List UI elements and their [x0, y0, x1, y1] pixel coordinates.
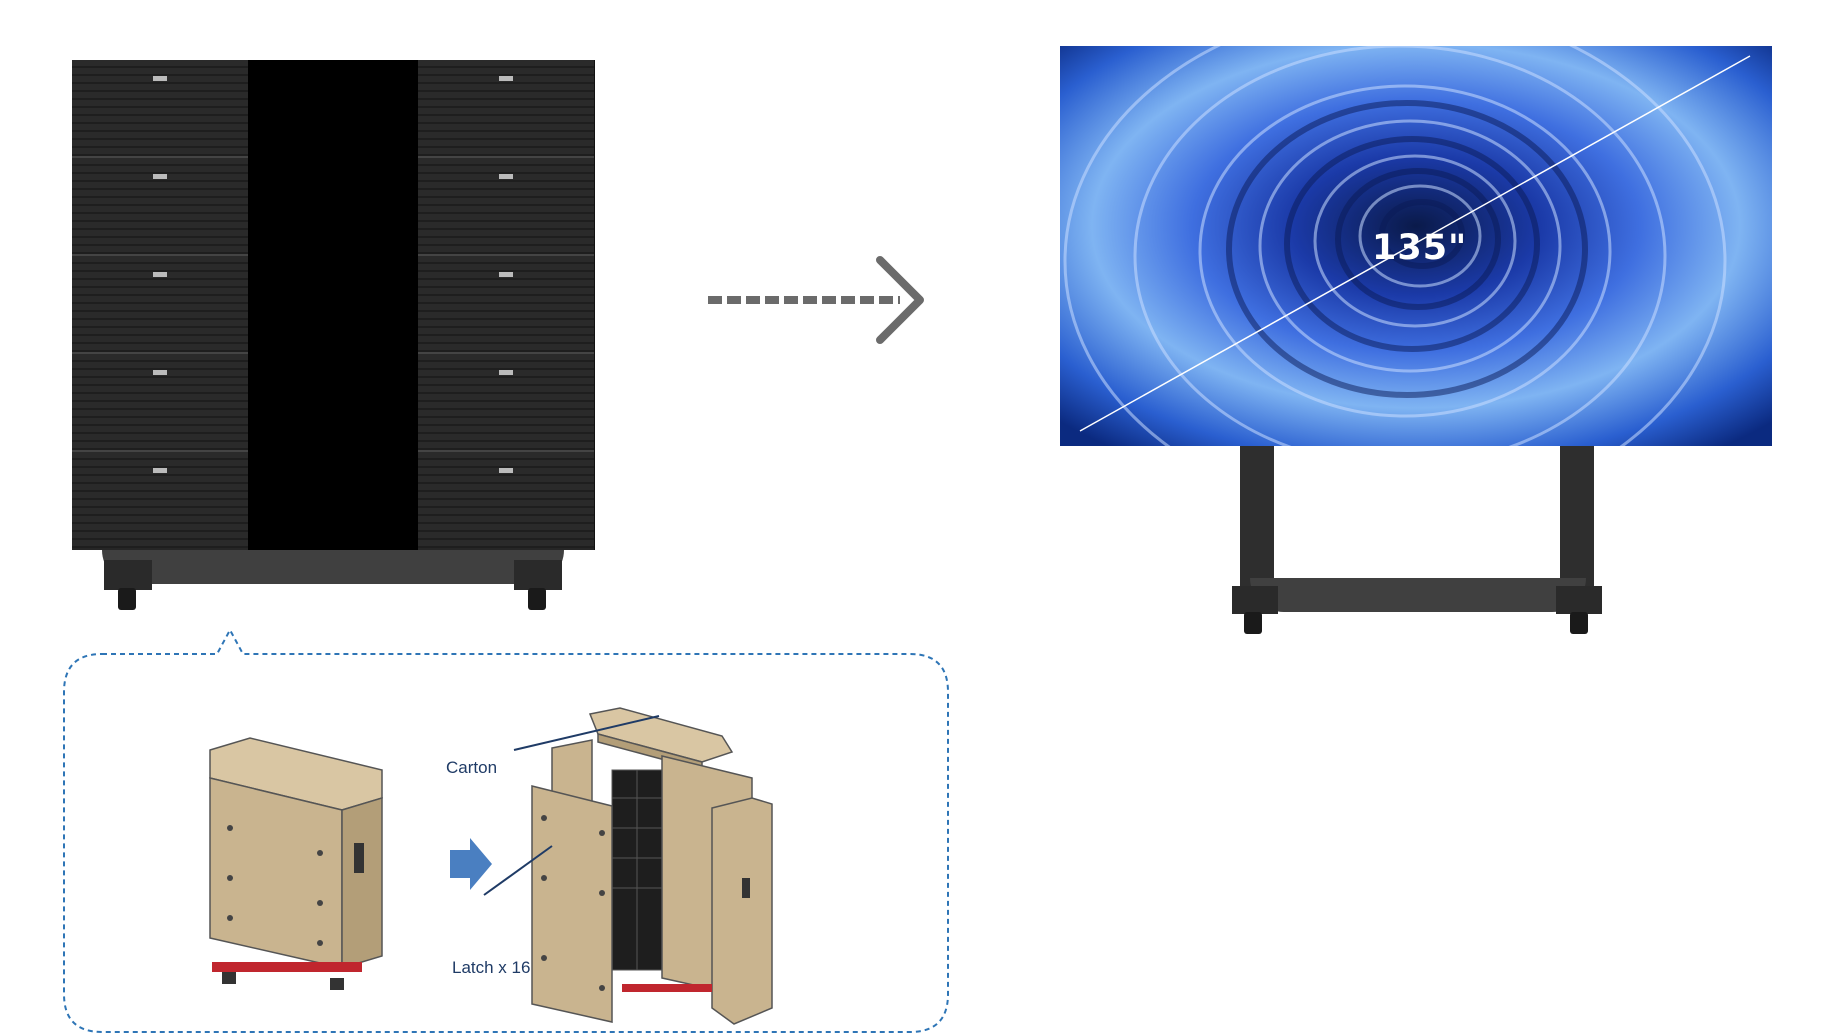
rose-wallpaper-image — [1060, 46, 1772, 446]
left-panel — [72, 60, 249, 550]
latch-leader-line — [483, 845, 553, 896]
wheel-left — [118, 588, 136, 610]
stand-base — [1250, 578, 1586, 612]
unfolded-display-screen — [1060, 46, 1772, 446]
wheel-right — [528, 588, 546, 610]
packaging-callout — [63, 628, 949, 1033]
latch-label: Latch x 16 — [452, 958, 531, 977]
right-panel — [418, 60, 595, 550]
stand-wheel-left — [1244, 612, 1262, 634]
carton-label: Carton — [446, 758, 498, 777]
stand-leg-right — [1560, 446, 1594, 586]
exploded-carton — [531, 707, 773, 1025]
packed-carton — [209, 737, 383, 990]
carton-leader-line — [513, 715, 660, 751]
center-blank-area — [248, 60, 418, 550]
stand-foot-left — [1232, 586, 1278, 614]
transform-arrow-icon — [708, 256, 924, 344]
stand-leg-left — [1240, 446, 1274, 586]
blue-arrow-icon — [450, 838, 492, 890]
cart-base — [102, 550, 564, 584]
display-diagonal-label: 135" — [1372, 228, 1468, 268]
stand-foot-right — [1556, 586, 1602, 614]
folded-led-display — [72, 60, 602, 620]
stand-wheel-right — [1570, 612, 1588, 634]
cart-foot-right — [514, 560, 562, 590]
cart-foot-left — [104, 560, 152, 590]
